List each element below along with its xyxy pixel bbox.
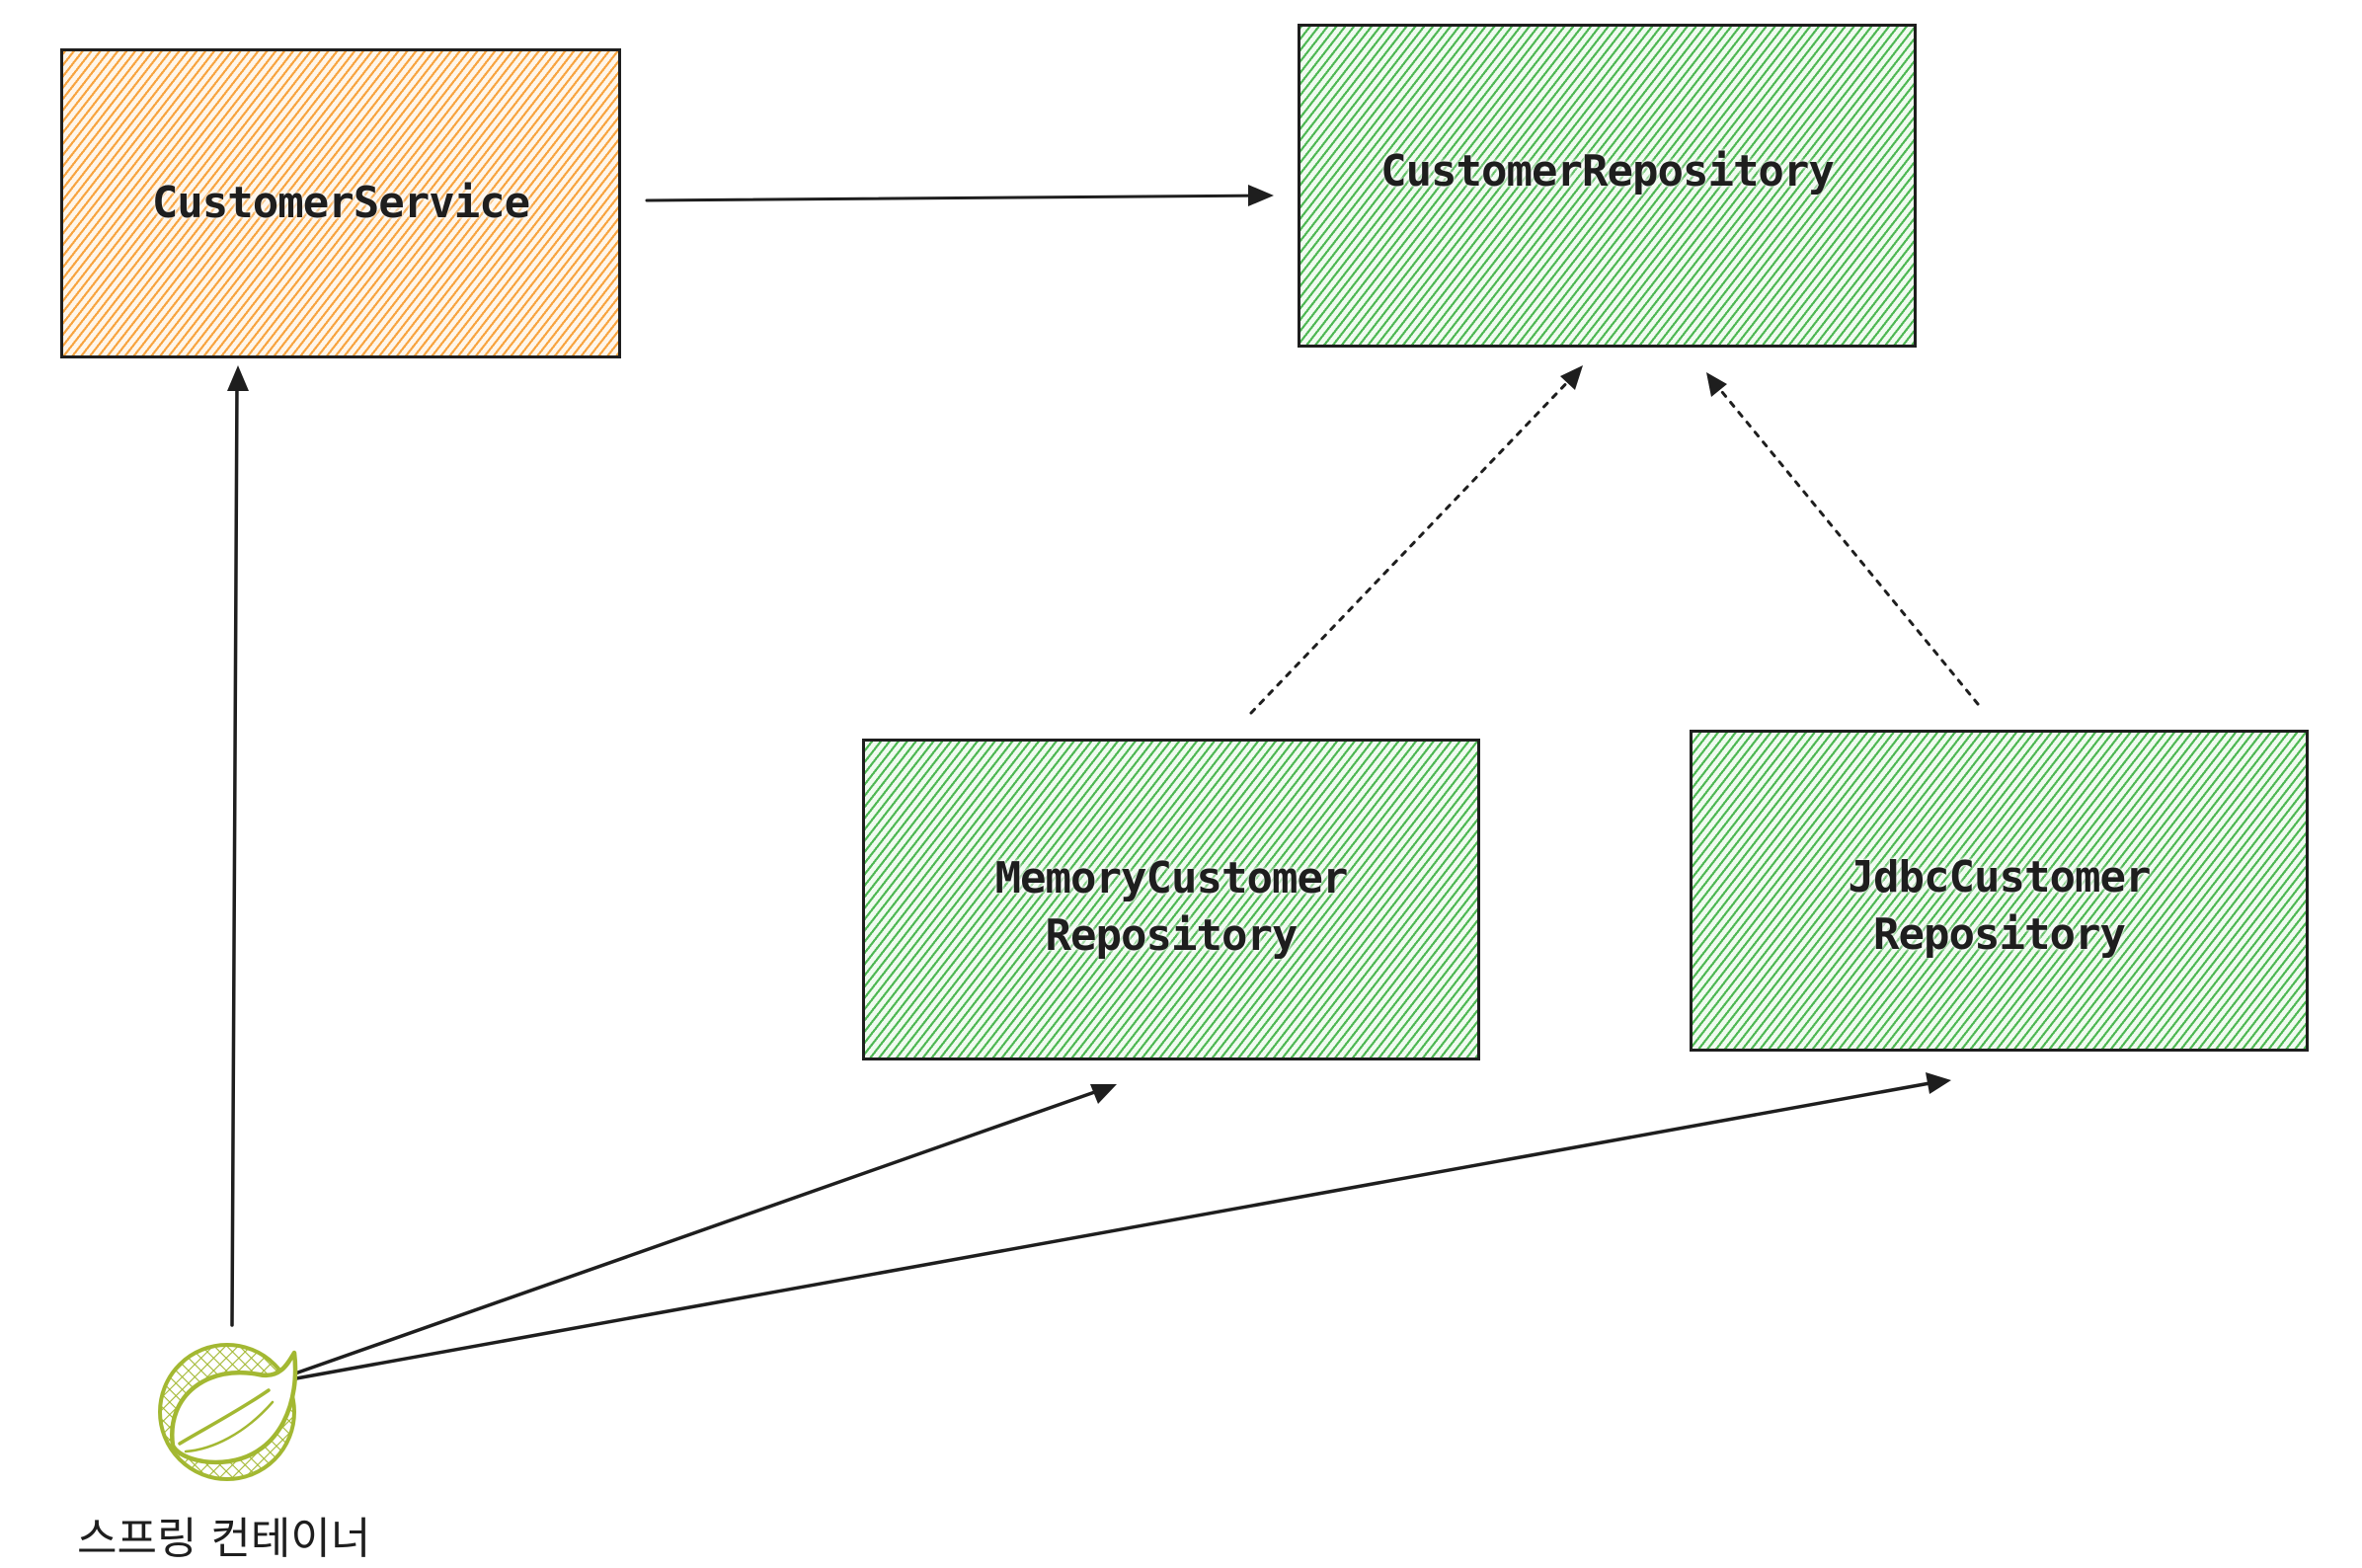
edge-service-to-repository [645,185,1274,206]
edge-container-to-service [227,365,249,1327]
edge-memory-implements-repository [1249,365,1583,715]
jdbc-customer-repository-label: JdbcCustomer Repository [1848,849,2152,964]
customer-service-text: CustomerService [151,178,530,228]
edge-jdbc-implements-repository [1706,372,1980,706]
customer-repository-box: CustomerRepository [1298,24,1917,348]
spring-container-label: 스프링 컨테이너 [77,1514,371,1564]
memory-customer-repository-box: MemoryCustomer Repository [862,739,1480,1060]
edge-container-to-jdbc [294,1072,1951,1380]
memory-customer-repository-label: MemoryCustomer Repository [994,850,1349,965]
spring-leaf-icon [158,1343,298,1481]
memory-customer-repository-line2: Repository [1045,910,1299,961]
jdbc-customer-repository-box: JdbcCustomer Repository [1690,730,2309,1052]
edge-container-to-memory [290,1084,1117,1376]
customer-repository-text: CustomerRepository [1380,146,1835,196]
memory-customer-repository-line1: MemoryCustomer [994,853,1349,903]
jdbc-customer-repository-line2: Repository [1873,909,2126,960]
jdbc-customer-repository-line1: JdbcCustomer [1848,852,2152,902]
customer-repository-label: CustomerRepository [1380,143,1835,200]
customer-service-label: CustomerService [151,175,530,232]
customer-service-box: CustomerService [60,48,621,358]
